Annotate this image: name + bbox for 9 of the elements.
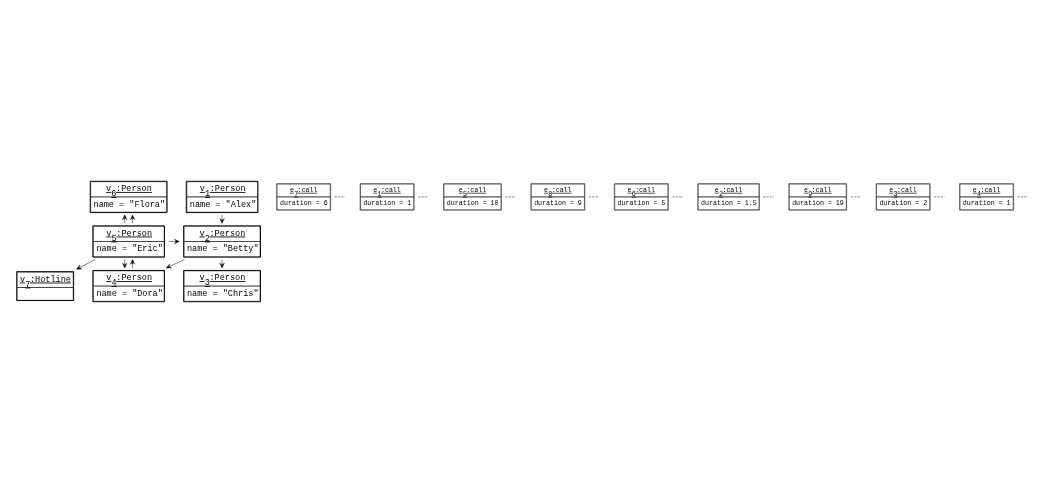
arrow	[166, 259, 185, 269]
arrow	[76, 259, 96, 270]
arrow	[130, 214, 135, 224]
arrow	[130, 259, 135, 269]
arrow	[122, 259, 128, 269]
arrow	[168, 239, 180, 244]
arrow	[219, 259, 225, 269]
arrow	[219, 214, 225, 224]
arrow	[122, 214, 128, 224]
